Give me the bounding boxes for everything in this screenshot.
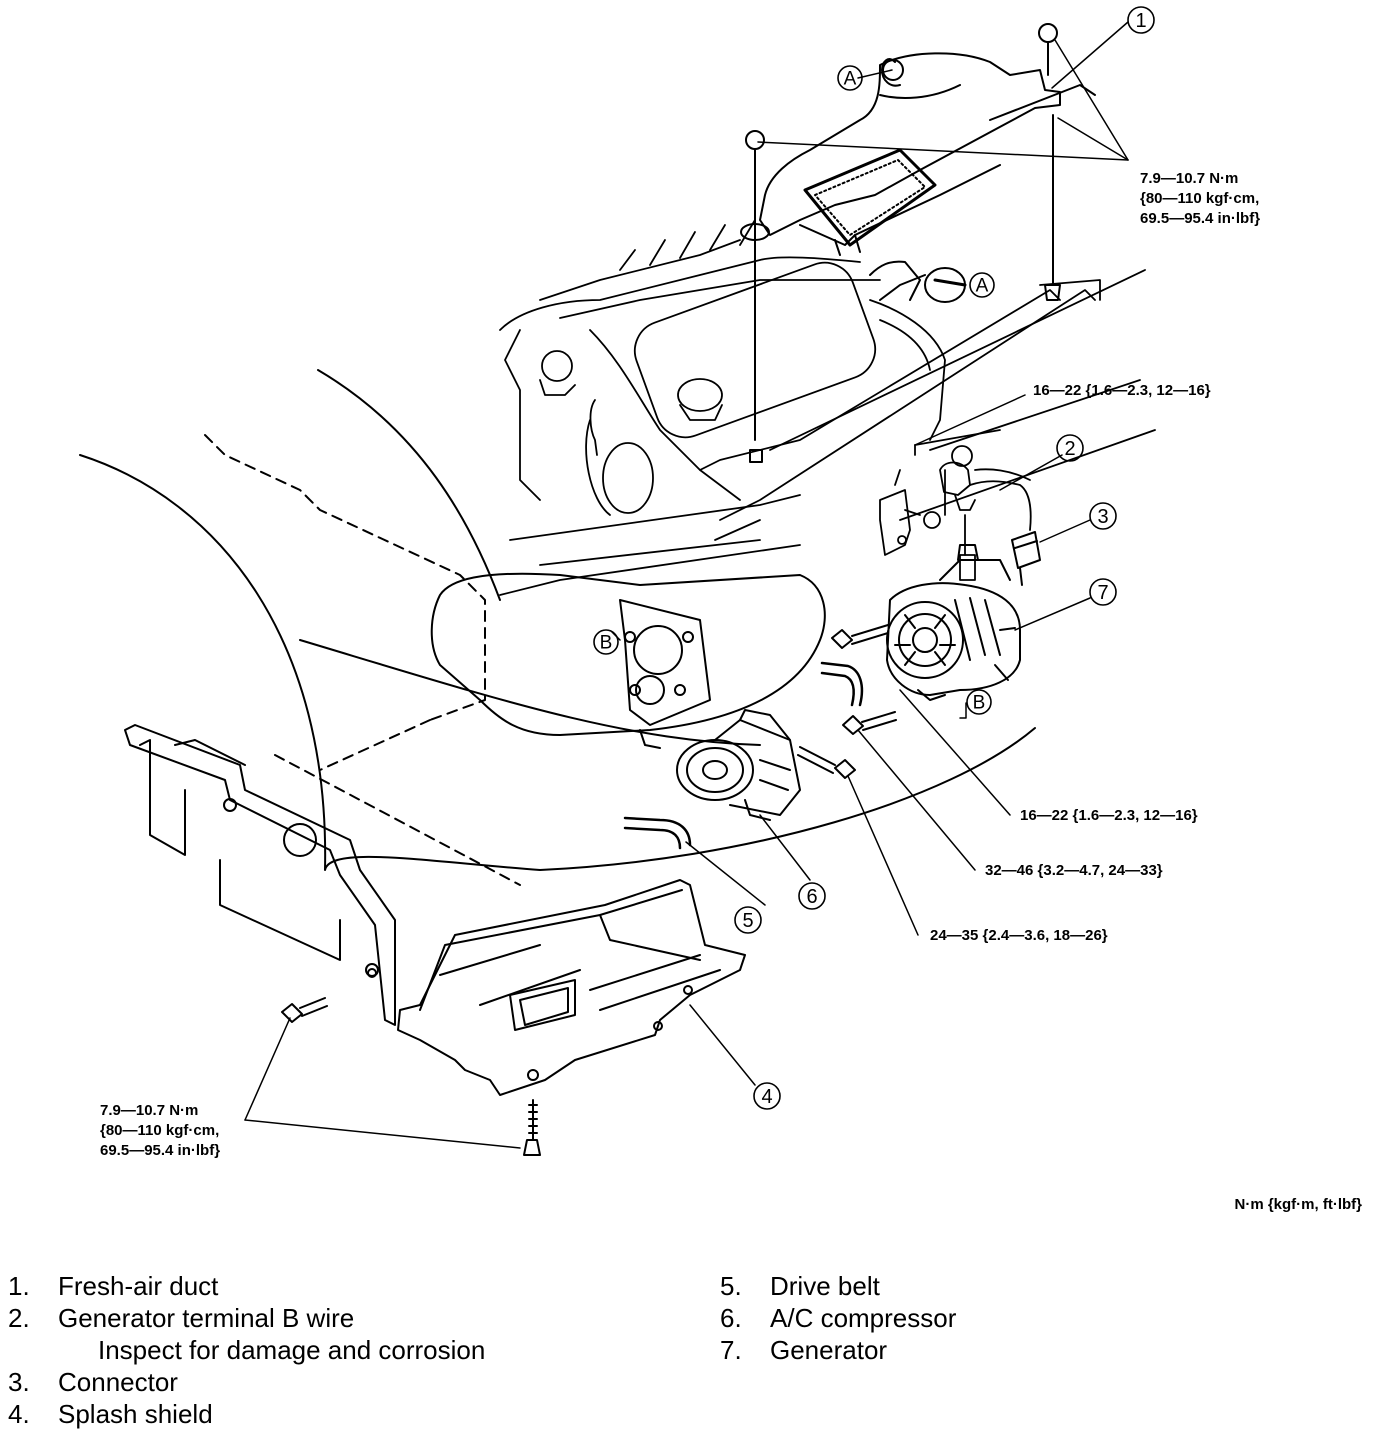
legend-label: Connector (58, 1367, 178, 1397)
callout-4: 4 (761, 1086, 772, 1108)
legend-label: Drive belt (770, 1271, 880, 1301)
duct-fasteners (740, 23, 1061, 463)
leader-lines (244, 21, 1129, 1149)
compressor-bolt (797, 746, 856, 779)
intake-tube (430, 572, 826, 749)
legend-label: Generator terminal B wire (58, 1303, 355, 1333)
callout-1: 1 (1135, 10, 1146, 32)
ref-a-engine: A (976, 276, 989, 297)
exploded-diagram: 1 2 3 7 6 5 4 A A B B 7.9—10.7 N·m {80—1… (79, 6, 1363, 1213)
legend-num: 3. (8, 1367, 30, 1397)
shield-bolts (281, 997, 541, 1156)
torque-shield-line-2: {80—110 kgf·cm, (100, 1122, 219, 1139)
legend-label: Fresh-air duct (58, 1271, 219, 1301)
ref-a-duct: A (844, 69, 857, 90)
engine-block (499, 219, 1156, 596)
torque-bracket-bolt: 16—22 {1.6—2.3, 12—16} (1033, 382, 1211, 399)
connector (1011, 531, 1041, 586)
generator-terminal-wire (879, 429, 1032, 581)
callout-circles (593, 6, 1155, 1110)
ref-b-generator: B (973, 693, 986, 714)
cross-member (699, 279, 1101, 541)
parts-legend: 1. Fresh-air duct 2. Generator terminal … (0, 1270, 1376, 1442)
callout-7: 7 (1097, 582, 1108, 604)
ac-compressor (676, 709, 801, 821)
legend-label: A/C compressor (770, 1303, 957, 1333)
ref-b-intake: B (600, 633, 613, 654)
units-note: N·m {kgf·m, ft·lbf} (1235, 1196, 1363, 1213)
splash-shield-side (124, 724, 396, 1026)
torque-duct-line-3: 69.5—95.4 in·lbf} (1140, 210, 1260, 227)
legend-num: 1. (8, 1271, 30, 1301)
legend-num: 7. (720, 1335, 742, 1365)
legend-num: 4. (8, 1399, 30, 1429)
callout-6: 6 (806, 886, 817, 908)
torque-generator-lower: 32—46 {3.2—4.7, 24—33} (985, 862, 1163, 879)
legend-label: Generator (770, 1335, 888, 1365)
torque-duct-line-1: 7.9—10.7 N·m (1140, 170, 1238, 187)
torque-shield-line-3: 69.5—95.4 in·lbf} (100, 1142, 220, 1159)
legend-num: 5. (720, 1271, 742, 1301)
legend-num: 6. (720, 1303, 742, 1333)
inner-fender-dashed (204, 434, 521, 886)
fresh-air-duct (759, 52, 1096, 303)
legend-note: Inspect for damage and corrosion (98, 1335, 486, 1365)
splash-shield (367, 879, 746, 1096)
torque-shield-line-1: 7.9—10.7 N·m (100, 1102, 198, 1119)
drive-belt (623, 661, 864, 850)
legend-num: 2. (8, 1303, 30, 1333)
generator (886, 544, 1021, 701)
legend-label: Splash shield (58, 1399, 213, 1429)
torque-compressor-bolt: 24—35 {2.4—3.6, 18—26} (930, 927, 1108, 944)
torque-duct-line-2: {80—110 kgf·cm, (1140, 190, 1259, 207)
callout-5: 5 (742, 910, 753, 932)
generator-bolts (831, 624, 897, 735)
callout-3: 3 (1097, 506, 1108, 528)
torque-generator-upper: 16—22 {1.6—2.3, 12—16} (1020, 807, 1198, 824)
callout-2: 2 (1064, 438, 1075, 460)
